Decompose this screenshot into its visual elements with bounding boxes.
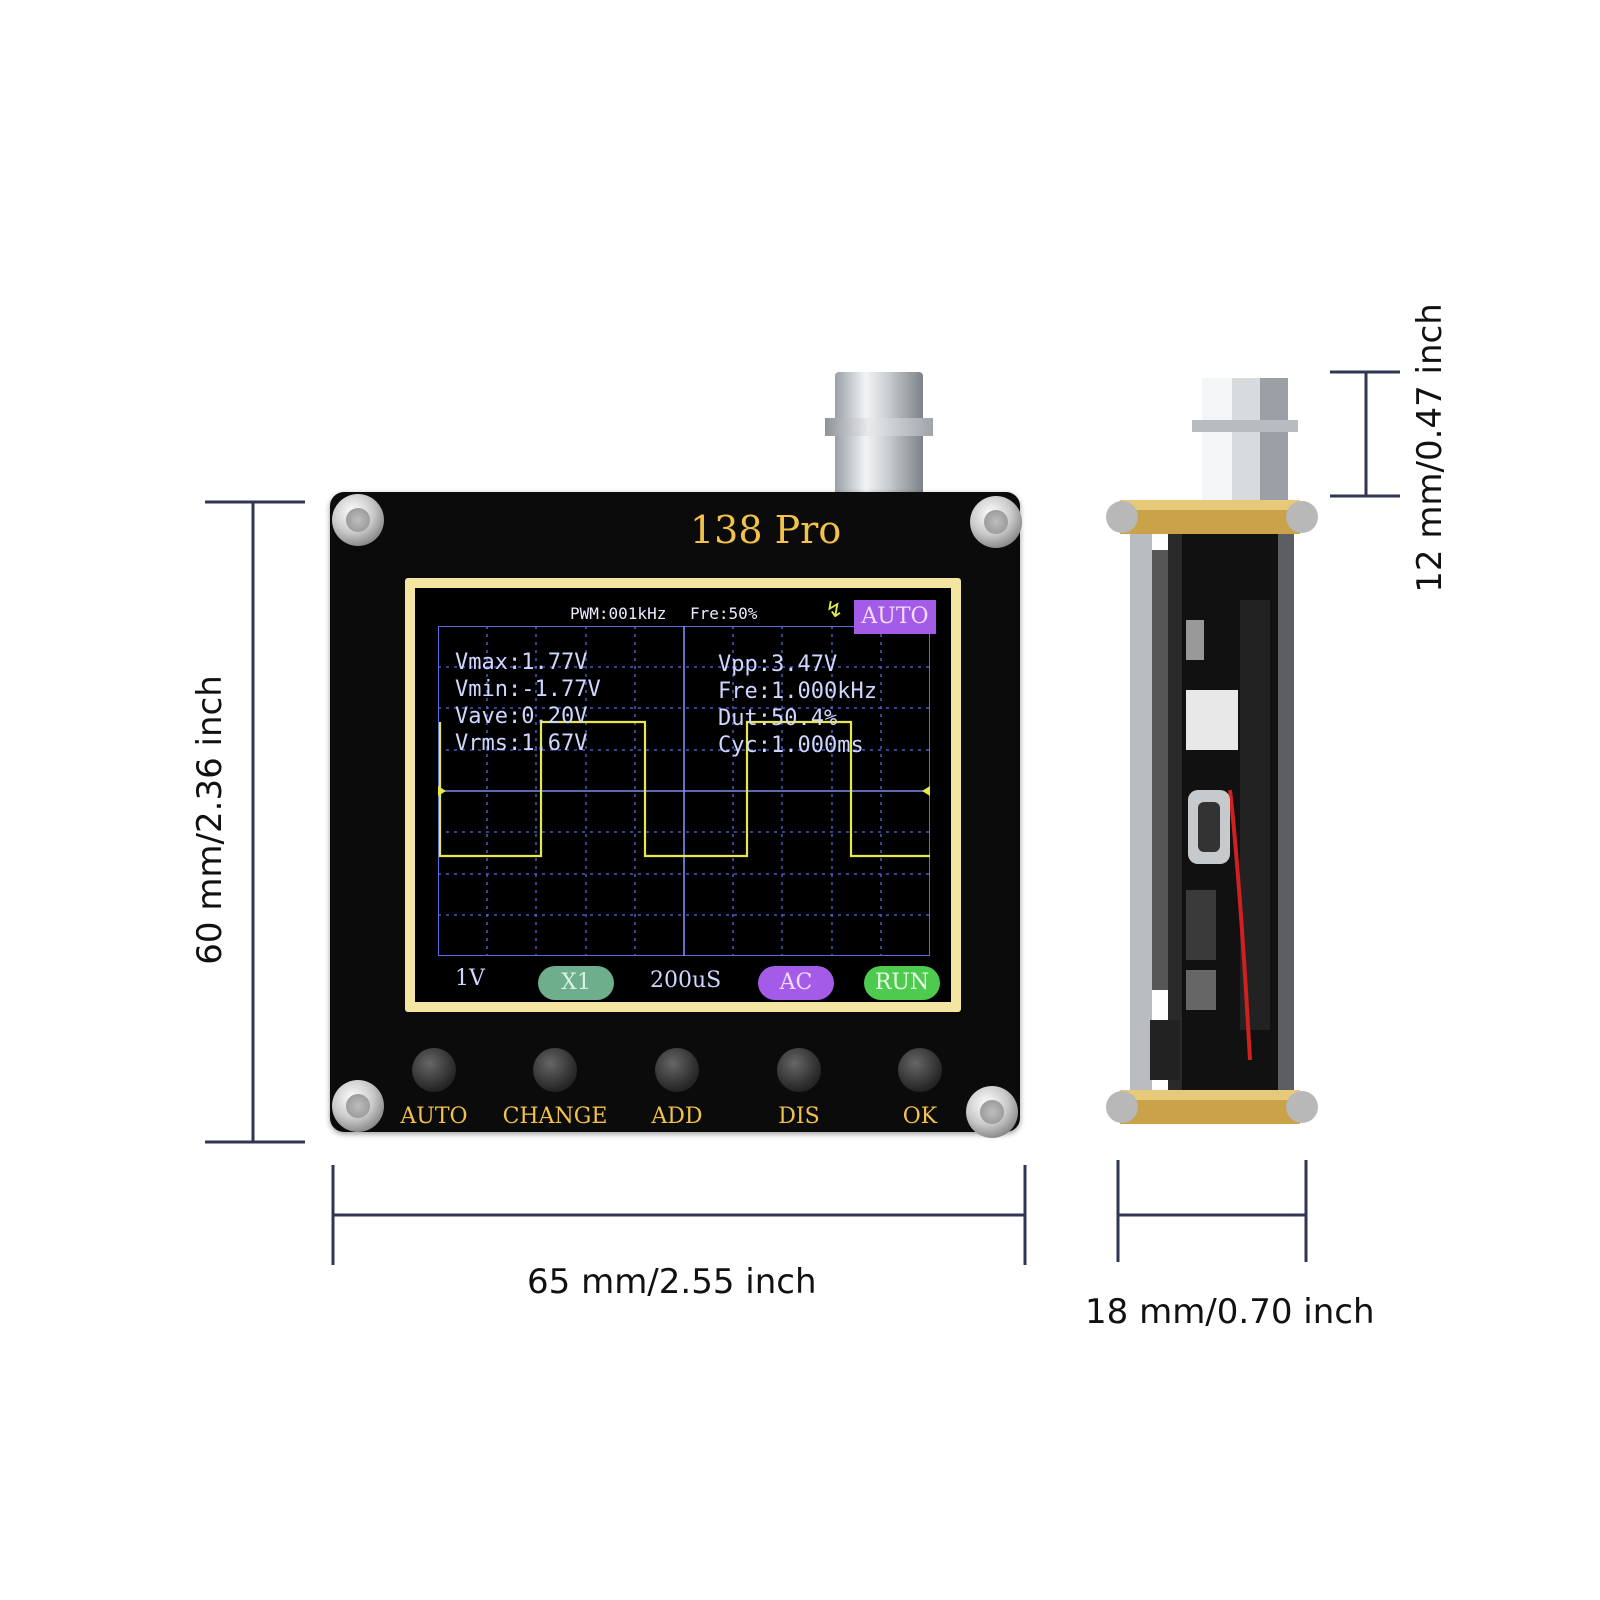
screw-bottom-right [966, 1086, 1018, 1138]
measurement-vpp: Vpp:3.47V [718, 652, 838, 677]
change-button-label: CHANGE [502, 1104, 608, 1129]
coupling-pill: AC [758, 966, 834, 1000]
auto-button-label: AUTO [400, 1104, 468, 1129]
duty-readout: Fre:50% [690, 604, 758, 623]
measurement-vave: Vave:0.20V [455, 704, 588, 729]
height-dimension-label: 60 mm/2.36 inch [190, 675, 230, 965]
width-dimension-label: 65 mm/2.55 inch [527, 1262, 817, 1302]
bnc-connector-ring [825, 418, 933, 436]
trigger-edge-icon: ↯ [825, 598, 844, 623]
screw-top-left [332, 494, 384, 546]
change-button[interactable] [533, 1048, 577, 1092]
screw-bottom-left [332, 1080, 384, 1132]
add-button-label: ADD [651, 1104, 703, 1129]
dis-button-label: DIS [778, 1104, 820, 1129]
auto-button[interactable] [412, 1048, 456, 1092]
probe-pill: X1 [538, 966, 614, 1000]
measurement-vrms: Vrms:1.67V [455, 731, 588, 756]
measurement-fre: Fre:1.000kHz [718, 679, 877, 704]
oscilloscope-screen [415, 588, 951, 1002]
device-title: 138 Pro [690, 508, 842, 552]
measurement-cyc: Cyc:1.000ms [718, 733, 864, 758]
depth-dimension-label: 18 mm/0.70 inch [1085, 1292, 1375, 1332]
connector-dimension-label: 12 mm/0.47 inch [1410, 303, 1450, 593]
measurement-dut: Dut:50.4% [718, 706, 838, 731]
oscilloscope-side-view [1106, 378, 1318, 1124]
ok-button[interactable] [898, 1048, 942, 1092]
volt-div-readout: 1V [455, 966, 485, 991]
time-div-readout: 200uS [650, 968, 722, 993]
auto-badge: AUTO [854, 600, 936, 634]
square-wave-trace [438, 720, 930, 858]
screw-top-right [970, 496, 1022, 548]
pwm-readout: PWM:001kHz [570, 604, 667, 623]
waveform-graticule [438, 626, 930, 956]
measurement-vmax: Vmax:1.77V [455, 650, 588, 675]
ok-button-label: OK [902, 1104, 938, 1129]
dis-button[interactable] [777, 1048, 821, 1092]
measurement-vmin: Vmin:-1.77V [455, 677, 601, 702]
add-button[interactable] [655, 1048, 699, 1092]
run-pill: RUN [864, 966, 940, 1000]
